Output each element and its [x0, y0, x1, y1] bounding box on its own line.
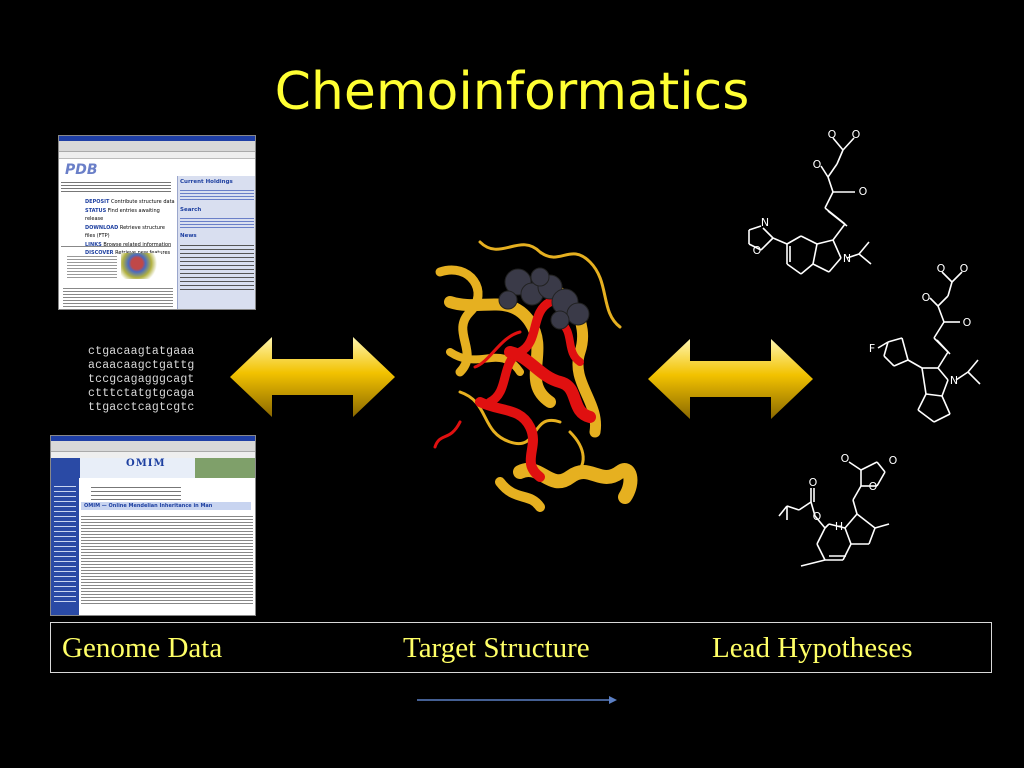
omim-logo: OMIM [126, 458, 166, 469]
pdb-search-header: Search [178, 204, 256, 214]
molecule-structure-2: O O O O N F [862, 262, 1012, 432]
pdb-news-header: News [178, 230, 256, 240]
pdb-menu-status[interactable]: STATUS Find entries awaiting release [85, 207, 175, 224]
pdb-current-holdings: Current Holdings [178, 176, 256, 186]
dna-line: ttgacctcagtcgtc [88, 401, 195, 415]
atom-o: O [828, 128, 837, 141]
atom-o: O [922, 291, 931, 304]
atom-o: O [937, 262, 946, 275]
atom-o: O [809, 476, 818, 489]
atom-n: N [950, 374, 958, 387]
atom-o: O [813, 158, 822, 171]
omim-website-screenshot: OMIM OMIM — Online Mendelian Inheritance… [50, 435, 256, 616]
atom-o: O [841, 452, 850, 465]
label-genome-data: Genome Data [62, 632, 222, 665]
label-target-structure: Target Structure [403, 632, 590, 665]
slide-title: Chemoinformatics [0, 62, 1024, 122]
protein-structure-image [420, 232, 640, 522]
dna-sequence: ctgacaagtatgaaa acaacaagctgattg tccgcaga… [88, 345, 195, 415]
atom-n: N [761, 216, 769, 229]
atom-o: O [852, 128, 861, 141]
dna-line: tccgcagagggcagt [88, 373, 195, 387]
dna-line: ctttctatgtgcaga [88, 387, 195, 401]
dna-line: acaacaagctgattg [88, 359, 195, 373]
atom-f: F [869, 342, 875, 355]
atom-n: N [843, 252, 851, 265]
atom-o: O [869, 480, 878, 493]
omim-heading: OMIM — Online Mendelian Inheritance in M… [81, 502, 251, 510]
atom-o: O [963, 316, 972, 329]
label-lead-hypotheses: Lead Hypotheses [712, 632, 913, 665]
atom-h: H [835, 520, 843, 533]
molecule-thumbnail [121, 253, 161, 279]
right-double-arrow [648, 337, 813, 422]
pdb-menu-links[interactable]: LINKS Browse related information [85, 241, 175, 250]
pdb-menu-download[interactable]: DOWNLOAD Retrieve structure files (FTP) [85, 224, 175, 241]
molecule-structure-3: O O O O O H [765, 448, 915, 578]
atom-o: O [889, 454, 898, 467]
pdb-logo: PDB [65, 162, 98, 178]
dna-line: ctgacaagtatgaaa [88, 345, 195, 359]
atom-o: O [813, 510, 822, 523]
atom-o: O [859, 185, 868, 198]
flow-arrow [415, 693, 619, 707]
atom-o: O [753, 244, 762, 257]
atom-o: O [960, 262, 969, 275]
pdb-website-screenshot: PDB DEPOSIT Contribute structure data ST… [58, 135, 256, 310]
left-double-arrow [230, 335, 395, 420]
pdb-menu-deposit[interactable]: DEPOSIT Contribute structure data [85, 198, 175, 207]
